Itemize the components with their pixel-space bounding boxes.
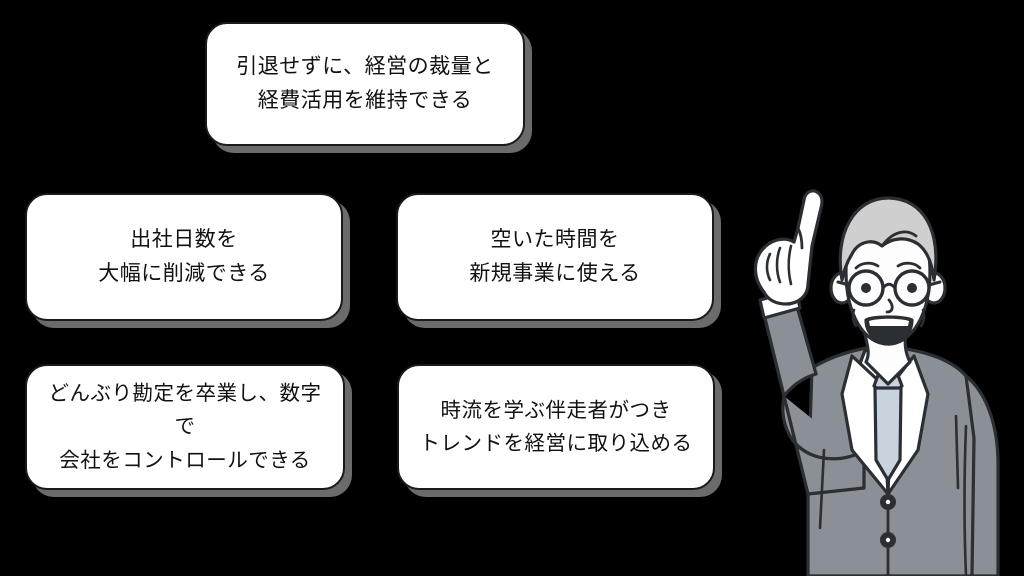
right-sleeve xyxy=(964,374,1000,576)
benefit-box-numeric-control[interactable]: どんぶり勘定を卒業し、数字で 会社をコントロールできる xyxy=(25,364,345,490)
cheek-line-left xyxy=(851,308,858,328)
eye-left xyxy=(861,283,871,293)
eye-right xyxy=(907,283,917,293)
glasses-temple-left xyxy=(836,280,851,287)
knuckle-crease-2 xyxy=(775,246,782,284)
knuckle-crease-3 xyxy=(787,244,793,286)
glasses-bridge xyxy=(881,282,897,290)
nose xyxy=(885,298,894,314)
arm-shoulder-mass xyxy=(760,294,866,496)
tie-body xyxy=(873,386,903,482)
benefit-box-text: 空いた時間を 新規事業に使える xyxy=(469,227,641,285)
benefit-box-retain-authority[interactable]: 引退せずに、経営の裁量と 経費活用を維持できる xyxy=(205,22,525,146)
benefit-box-text: 出社日数を 大幅に削減できる xyxy=(98,227,270,285)
eyebrow-left xyxy=(854,261,880,270)
sleeve-seam-right-2 xyxy=(963,424,968,576)
sleeve-seam-right xyxy=(954,414,960,490)
eyebrow-right xyxy=(896,261,922,270)
hair-strand xyxy=(880,230,918,248)
cheek-line-right xyxy=(919,308,926,328)
teeth xyxy=(869,318,909,326)
pointing-hand xyxy=(753,189,824,306)
suit-button-lower-hole xyxy=(885,537,891,543)
pointing-businessman-illustration xyxy=(742,188,1024,576)
benefit-box-new-business-time[interactable]: 空いた時間を 新規事業に使える xyxy=(396,193,714,321)
benefit-box-reduce-office-days[interactable]: 出社日数を 大幅に削減できる xyxy=(25,193,343,321)
index-finger-edge xyxy=(796,226,804,250)
benefit-box-text: どんぶり勘定を卒業し、数字で 会社をコントロールできる xyxy=(48,382,322,472)
benefit-box-text: 引退せずに、経営の裁量と 経費活用を維持できる xyxy=(236,54,494,112)
sleeve-seam-left xyxy=(818,448,826,530)
knuckle-crease-1 xyxy=(765,252,772,282)
suit-button-upper-hole xyxy=(885,499,891,505)
glasses-temple-right xyxy=(927,280,942,287)
benefit-box-trend-partner[interactable]: 時流を学ぶ伴走者がつき トレンドを経営に取り込める xyxy=(397,364,715,490)
benefit-box-text: 時流を学ぶ伴走者がつき トレンドを経営に取り込める xyxy=(419,398,693,455)
